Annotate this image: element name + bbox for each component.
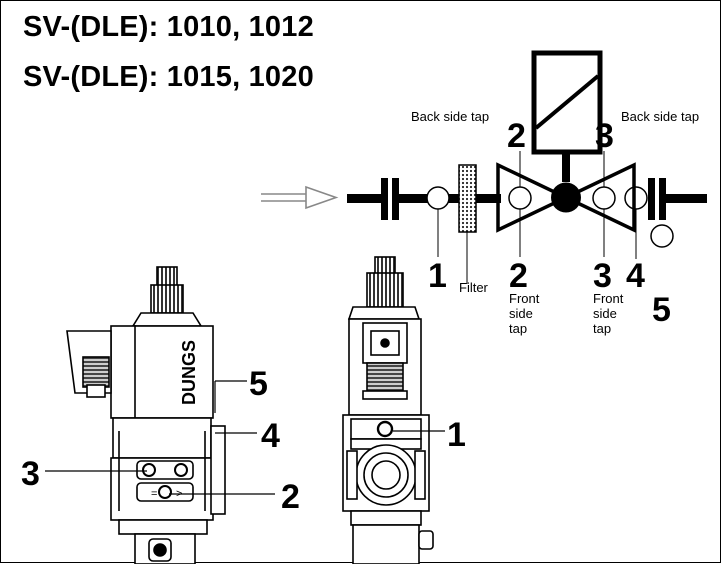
front-side-tap-label-right-2: side: [593, 306, 617, 321]
side-callout-2: 2: [281, 478, 300, 516]
front-view-tap-1: [376, 420, 394, 438]
tap-3-top-number: 3: [595, 117, 614, 155]
outlet-flange: [648, 178, 666, 220]
side-callout-5: 5: [249, 365, 268, 403]
front-callout-1: 1: [447, 416, 466, 454]
side-view-coil: [132, 325, 214, 419]
back-side-tap-label-left: Back side tap: [411, 109, 489, 124]
tap-4-symbol: [624, 186, 648, 210]
inlet-flange: [381, 178, 399, 220]
front-side-tap-label-right-3: tap: [593, 321, 611, 336]
side-callout-4: 4: [261, 417, 280, 455]
tap-3-symbol: [592, 186, 616, 210]
tap-5-number: 5: [652, 291, 671, 329]
valve-side-view: = > DUNGS: [66, 266, 226, 564]
side-view-adjust-knob: [156, 266, 178, 288]
title-line-2: SV-(DLE): 1015, 1020: [23, 61, 314, 93]
front-side-tap-label-left-1: Front: [509, 291, 540, 306]
flow-direction-arrow: [261, 185, 339, 210]
side-callout-3: 3: [21, 455, 40, 493]
front-view-callouts: 1: [393, 416, 466, 454]
side-view-callouts: 5 4 3 2: [21, 365, 300, 516]
tap-2-symbol: [508, 186, 532, 210]
front-side-tap-label-right-1: Front: [593, 291, 624, 306]
svg-text:=: =: [151, 488, 157, 500]
filter-symbol: [458, 164, 477, 233]
tap-5-symbol: [650, 224, 674, 248]
schematic-callout-lines: [437, 151, 637, 284]
tap-2-bottom-number: 2: [509, 257, 528, 295]
valve-body-symbol: [496, 162, 636, 233]
dungs-brand-label: DUNGS: [179, 340, 199, 405]
tap-1-symbol: [426, 186, 450, 210]
valve-schematic: Back side tap Back side tap 2 3 1 Filter…: [261, 50, 707, 336]
tap-3-bottom-number: 3: [593, 257, 612, 295]
valve-front-view: [342, 256, 434, 564]
back-side-tap-label-right: Back side tap: [621, 109, 699, 124]
title-line-1: SV-(DLE): 1010, 1012: [23, 11, 314, 43]
tap-1-number: 1: [428, 257, 447, 295]
front-side-tap-label-left-3: tap: [509, 321, 527, 336]
solenoid-actuator: [531, 50, 603, 182]
gas-pipe: [347, 194, 707, 203]
filter-label: Filter: [459, 280, 489, 295]
tap-2-top-number: 2: [507, 117, 526, 155]
front-side-tap-label-left-2: side: [509, 306, 533, 321]
tap-4-number: 4: [626, 257, 645, 295]
